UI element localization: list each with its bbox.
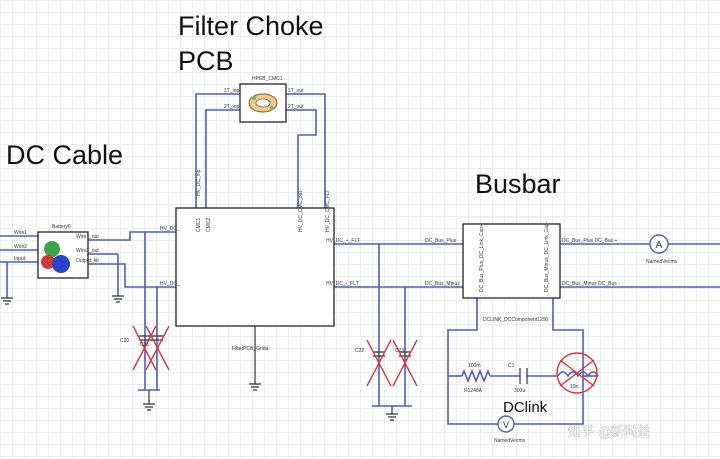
inductor-value: 10n <box>570 384 579 390</box>
choke-pin-2t-inp: 2T_inp <box>224 104 240 110</box>
inductor-highlight-circle <box>556 352 598 394</box>
battery-box <box>37 231 89 279</box>
battery-pin-output: Output_kit <box>76 258 99 264</box>
module-left-port-minus: HV_DC_ <box>160 281 180 287</box>
module-right-port-plus: HV_DC_+_FLT <box>326 238 360 244</box>
battery-blue-icon <box>52 255 70 273</box>
module-port-cmc-flt: HV_DC_CMC_FLT <box>325 190 331 232</box>
busbar-out-port-minus: DC_Bus_Minus DC_Bus - <box>562 281 620 287</box>
module-port-hv-dc-inp: HV_DC_inp <box>196 169 202 196</box>
battery-pin-wire1-out: Wire1_out <box>76 234 99 240</box>
voltmeter-label: NamedVecms <box>494 438 526 444</box>
filter-module[interactable]: HV_DC_inp CMC1 CMC2 HV_DC_CMC_out HV_DC_… <box>160 169 360 391</box>
battery-red-icon <box>41 255 55 269</box>
filter-module-box <box>175 207 335 327</box>
battery-pin-wire2: Wire2 <box>14 244 27 250</box>
resistor-ref: R1248A <box>464 388 483 394</box>
module-port-cmc-out: HV_DC_CMC_out <box>298 191 304 232</box>
module-left-port-plus: HV_DC_ <box>160 226 180 232</box>
voltmeter-symbol: V <box>503 420 509 430</box>
voltmeter-icon <box>497 415 515 433</box>
choke-pin-2t-out: 2T_out <box>288 104 304 110</box>
busbar-box <box>462 223 561 299</box>
watermark: 知乎 @新科益 <box>568 424 650 440</box>
module-port-cmc2: CMC2 <box>206 218 212 232</box>
battery-block[interactable]: Battery6 Wire1 Wire2 Input Wire1_out Wir… <box>14 224 99 279</box>
ammeter-icon <box>649 234 669 254</box>
capacitor-c1-value: 300u <box>514 388 525 394</box>
busbar-inner-label: DCLINK_DCComponent1290 <box>483 317 549 323</box>
ammeter-symbol: A <box>656 240 663 251</box>
capacitor-c23-label: C23 <box>395 348 404 354</box>
busbar-block[interactable]: DC_Bus_Plus DC_Bus_Minus DC_Bus_Plus DC_… <box>425 221 620 323</box>
ground-icon <box>386 406 398 421</box>
busbar-in-port-plus: DC_Bus_Plus <box>425 238 457 244</box>
capacitor-c1-label: C1 <box>508 363 515 369</box>
capacitor-c1-icon <box>519 368 528 384</box>
capacitor-c20-label: C20 <box>120 338 129 344</box>
resistor-value: 100m <box>468 363 481 369</box>
busbar-bottom-port-plus: DC_Bus_Plus_DC_Link_Cap+ <box>479 224 485 292</box>
choke-component-label: HPEB_CMC1 <box>252 76 283 82</box>
busbar-out-port-plus: DC_Bus_Plus DC_Bus + <box>562 238 618 244</box>
left-capacitor-pair[interactable]: C20 C21 <box>120 312 170 411</box>
ground-icon <box>143 390 155 411</box>
battery-label: Battery6 <box>52 224 71 230</box>
battery-pin-wire1: Wire1 <box>14 230 27 236</box>
module-chassis-label: FilterPCB_Gnda <box>232 346 269 352</box>
choke-pin-1t-out: 1T_out <box>288 88 304 94</box>
ammeter-label: NamedVecms <box>646 259 678 265</box>
resistor-icon <box>461 368 491 384</box>
dc-cable-heading: DC Cable <box>6 140 123 170</box>
battery-green-icon <box>44 241 60 257</box>
capacitor-c21-label: C21 <box>140 342 149 348</box>
dclink-circuit[interactable]: 100m R1248A C1 300u 10n <box>461 352 599 394</box>
inductor-icon <box>557 371 599 378</box>
ammeter[interactable]: A NamedVecms <box>646 234 678 265</box>
middle-capacitor-pair[interactable]: C22 C23 <box>355 330 418 421</box>
busbar-bottom-port-minus: DC_Bus_Minus_DC_Link_Cap- <box>544 221 550 292</box>
busbar-heading: Busbar <box>475 169 561 199</box>
battery-pin-input: Input <box>14 256 26 262</box>
dclink-heading: DClink <box>503 399 548 416</box>
filter-choke-heading: Filter Choke <box>178 11 324 41</box>
busbar-in-port-minus: DC_Bus_Minus <box>425 281 460 287</box>
module-port-cmc1: CMC1 <box>196 218 202 232</box>
ground-icon <box>112 295 124 303</box>
voltmeter[interactable]: V NamedVecms <box>494 415 526 444</box>
module-ground-icon <box>249 326 261 391</box>
choke-component[interactable]: HPEB_CMC1 1T_inp 1T_out 2T_inp 2T_out <box>224 76 304 123</box>
ground-icon <box>1 297 13 305</box>
capacitor-c22-label: C22 <box>355 348 364 354</box>
battery-pin-wire2-out: Wire2_out <box>76 248 99 254</box>
pcb-heading: PCB <box>178 46 234 76</box>
module-right-port-minus: HV_DC_-_FLT <box>326 281 359 287</box>
choke-pin-1t-inp: 1T_inp <box>224 88 240 94</box>
wires <box>0 93 720 425</box>
